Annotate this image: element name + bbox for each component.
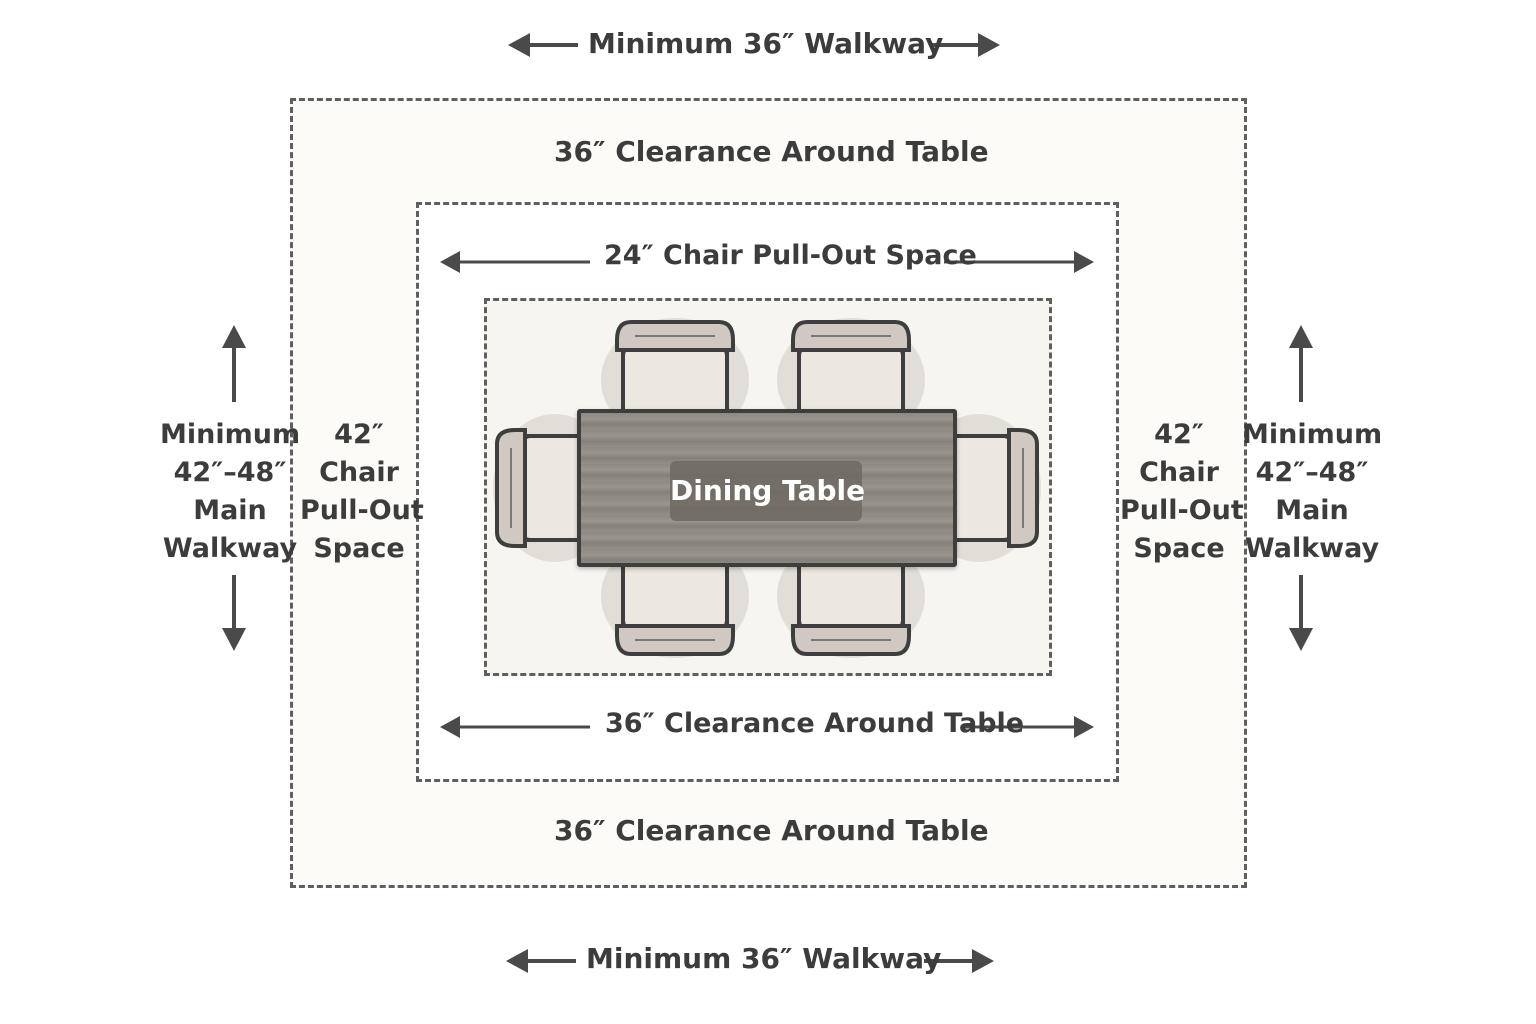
arrow-right-icon bbox=[962, 716, 1094, 738]
arrow-up-icon bbox=[222, 325, 246, 402]
top-pullout-label: 24″ Chair Pull-Out Space bbox=[604, 240, 977, 271]
top-walkway-label: Minimum 36″ Walkway bbox=[588, 27, 944, 60]
arrow-right-icon bbox=[924, 949, 994, 973]
arrow-left-icon bbox=[440, 251, 590, 273]
table-label: Dining Table bbox=[670, 461, 865, 521]
right-pullout-label: 42″ Chair Pull-Out Space bbox=[1120, 419, 1244, 564]
arrow-down-icon bbox=[222, 575, 246, 651]
arrow-left-icon bbox=[506, 949, 576, 973]
arrow-left-icon bbox=[440, 716, 590, 738]
right-main-walkway-label: Minimum 42″–48″ Main Walkway bbox=[1242, 419, 1383, 564]
arrow-up-icon bbox=[1289, 325, 1313, 402]
outer-top-clearance-label: 36″ Clearance Around Table bbox=[554, 135, 989, 168]
left-main-walkway-label: Minimum 42″–48″ Main Walkway bbox=[160, 419, 301, 564]
inner-bottom-clearance-label: 36″ Clearance Around Table bbox=[605, 708, 1025, 739]
arrow-left-icon bbox=[508, 33, 578, 57]
outer-bottom-clearance-label: 36″ Clearance Around Table bbox=[554, 814, 989, 847]
dining-table bbox=[577, 409, 957, 567]
arrow-down-icon bbox=[1289, 575, 1313, 651]
bottom-walkway-label: Minimum 36″ Walkway bbox=[586, 942, 942, 975]
left-pullout-label: 42″ Chair Pull-Out Space bbox=[300, 419, 424, 564]
arrow-right-icon bbox=[944, 251, 1094, 273]
arrow-right-icon bbox=[930, 33, 1000, 57]
